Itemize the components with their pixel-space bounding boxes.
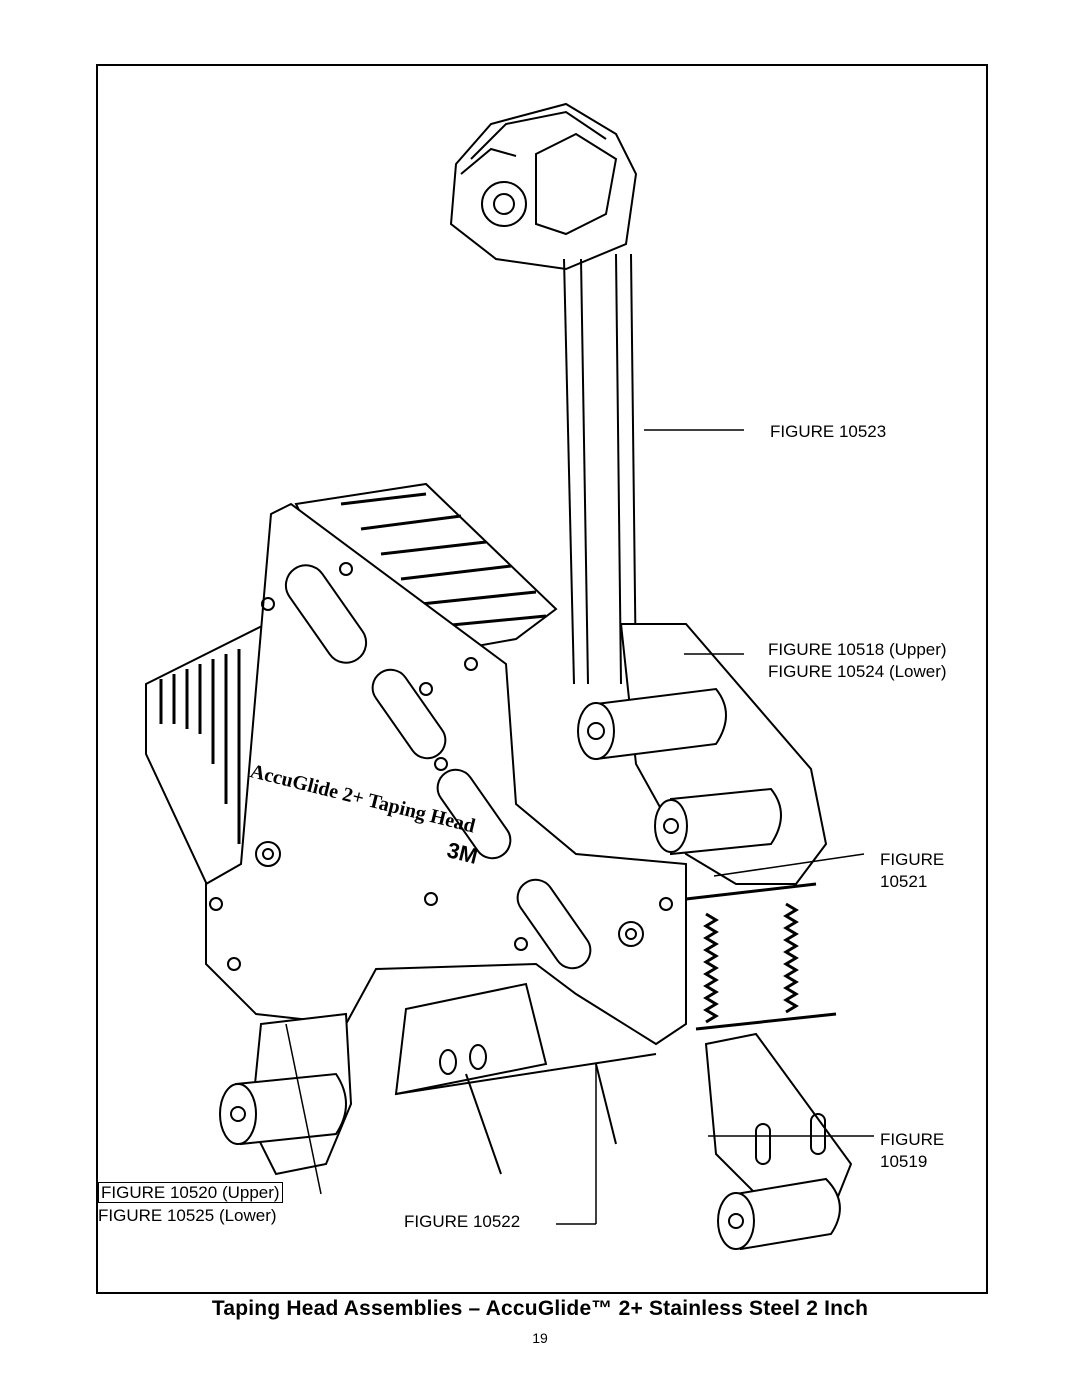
rollers (577, 687, 782, 856)
callout-figure-10519-number: 10519 (880, 1152, 928, 1171)
lower-roller-arm (704, 1032, 853, 1251)
knife-guard (394, 982, 657, 1175)
callout-figure-10519-label: FIGURE (880, 1130, 945, 1149)
main-side-plate (205, 502, 687, 1046)
taping-head-illustration: AccuGlide 2+ Taping Head 3M (145, 102, 874, 1251)
figure-caption: Taping Head Assemblies – AccuGlide™ 2+ S… (211, 1297, 869, 1320)
callout-figure-10521-number: 10521 (880, 872, 928, 891)
tape-roll-holder (449, 102, 638, 271)
side-mesh-guard (145, 622, 267, 906)
left-lower-arm (219, 1012, 353, 1176)
callout-figure-10524: FIGURE 10524 (Lower) (768, 662, 947, 681)
page-number: 19 (532, 1330, 548, 1346)
callout-figure-10518: FIGURE 10518 (Upper) (768, 640, 947, 659)
callout-figure-10525: FIGURE 10525 (Lower) (98, 1206, 277, 1225)
leader-lines (285, 429, 874, 1225)
callout-figure-10523: FIGURE 10523 (770, 422, 887, 441)
callout-figure-10521-label: FIGURE (880, 850, 945, 869)
vertical-arm (563, 253, 637, 685)
figure-frame (96, 64, 988, 1294)
callout-figure-10520: FIGURE 10520 (Upper) (98, 1182, 283, 1203)
springs (685, 882, 837, 1031)
callout-figure-10522: FIGURE 10522 (404, 1212, 521, 1231)
